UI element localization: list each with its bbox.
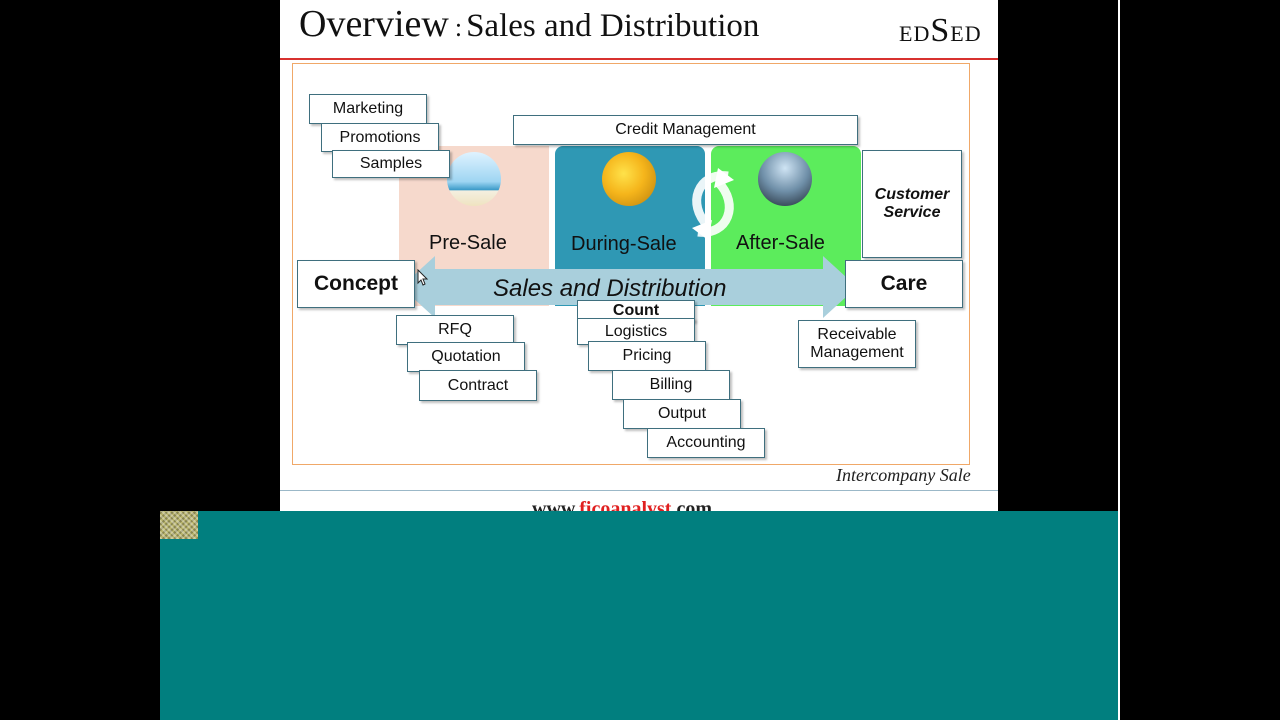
logo-mid: S: [930, 12, 951, 49]
teal-overlay-panel: [160, 511, 1118, 720]
diagram-frame: Pre-Sale During-Sale After-Sale Sales an…: [292, 63, 970, 465]
concept-box: Concept: [297, 260, 415, 308]
pricing-box: Pricing: [588, 341, 706, 371]
billing-box: Billing: [612, 370, 730, 400]
title-sub: Sales and Distribution: [466, 8, 760, 44]
title-rule: [280, 58, 998, 60]
pre-sale-label: Pre-Sale: [429, 232, 507, 254]
tulips-image: [602, 152, 656, 206]
beach-image: [447, 152, 501, 206]
quotation-box: Quotation: [407, 342, 525, 372]
logo-right: ED: [950, 21, 982, 46]
receivable-management-box: Receivable Management: [798, 320, 916, 368]
window-edge: [1118, 0, 1120, 720]
customer-service-box: Customer Service: [862, 150, 962, 258]
footer-url: www.ficoanalyst.com: [532, 498, 712, 512]
edsed-logo: EDSED: [899, 12, 982, 50]
marketing-box: Marketing: [309, 94, 427, 124]
sales-distribution-arrow: [401, 256, 857, 318]
banner-label: Sales and Distribution: [493, 275, 727, 302]
credit-management-box: Credit Management: [513, 115, 858, 145]
cycle-arrows-icon: [692, 168, 734, 240]
url-fico: fico: [579, 498, 611, 512]
samples-box: Samples: [332, 150, 450, 178]
url-analyst: analyst: [610, 498, 672, 512]
care-box: Care: [845, 260, 963, 308]
mouse-cursor-icon: [417, 269, 429, 286]
title-main: Overview: [299, 3, 449, 45]
accounting-box: Accounting: [647, 428, 765, 458]
title-separator: :: [454, 13, 463, 42]
penguins-image: [758, 152, 812, 206]
presentation-slide: Overview:Sales and Distribution EDSED Pr…: [280, 0, 998, 512]
rfq-box: RFQ: [396, 315, 514, 345]
intercompany-sale-label: Intercompany Sale: [836, 465, 971, 485]
logo-left: ED: [899, 21, 931, 46]
url-suffix: .com: [671, 498, 712, 512]
resize-grip-icon[interactable]: [160, 511, 198, 539]
slide-title: Overview:Sales and Distribution: [299, 2, 759, 46]
footer-rule: [280, 490, 998, 491]
after-sale-label: After-Sale: [736, 232, 825, 254]
output-box: Output: [623, 399, 741, 429]
contract-box: Contract: [419, 370, 537, 401]
during-sale-label: During-Sale: [571, 233, 677, 255]
url-prefix: www.: [532, 498, 580, 512]
count-box: Count: [577, 300, 695, 322]
promotions-box: Promotions: [321, 123, 439, 152]
